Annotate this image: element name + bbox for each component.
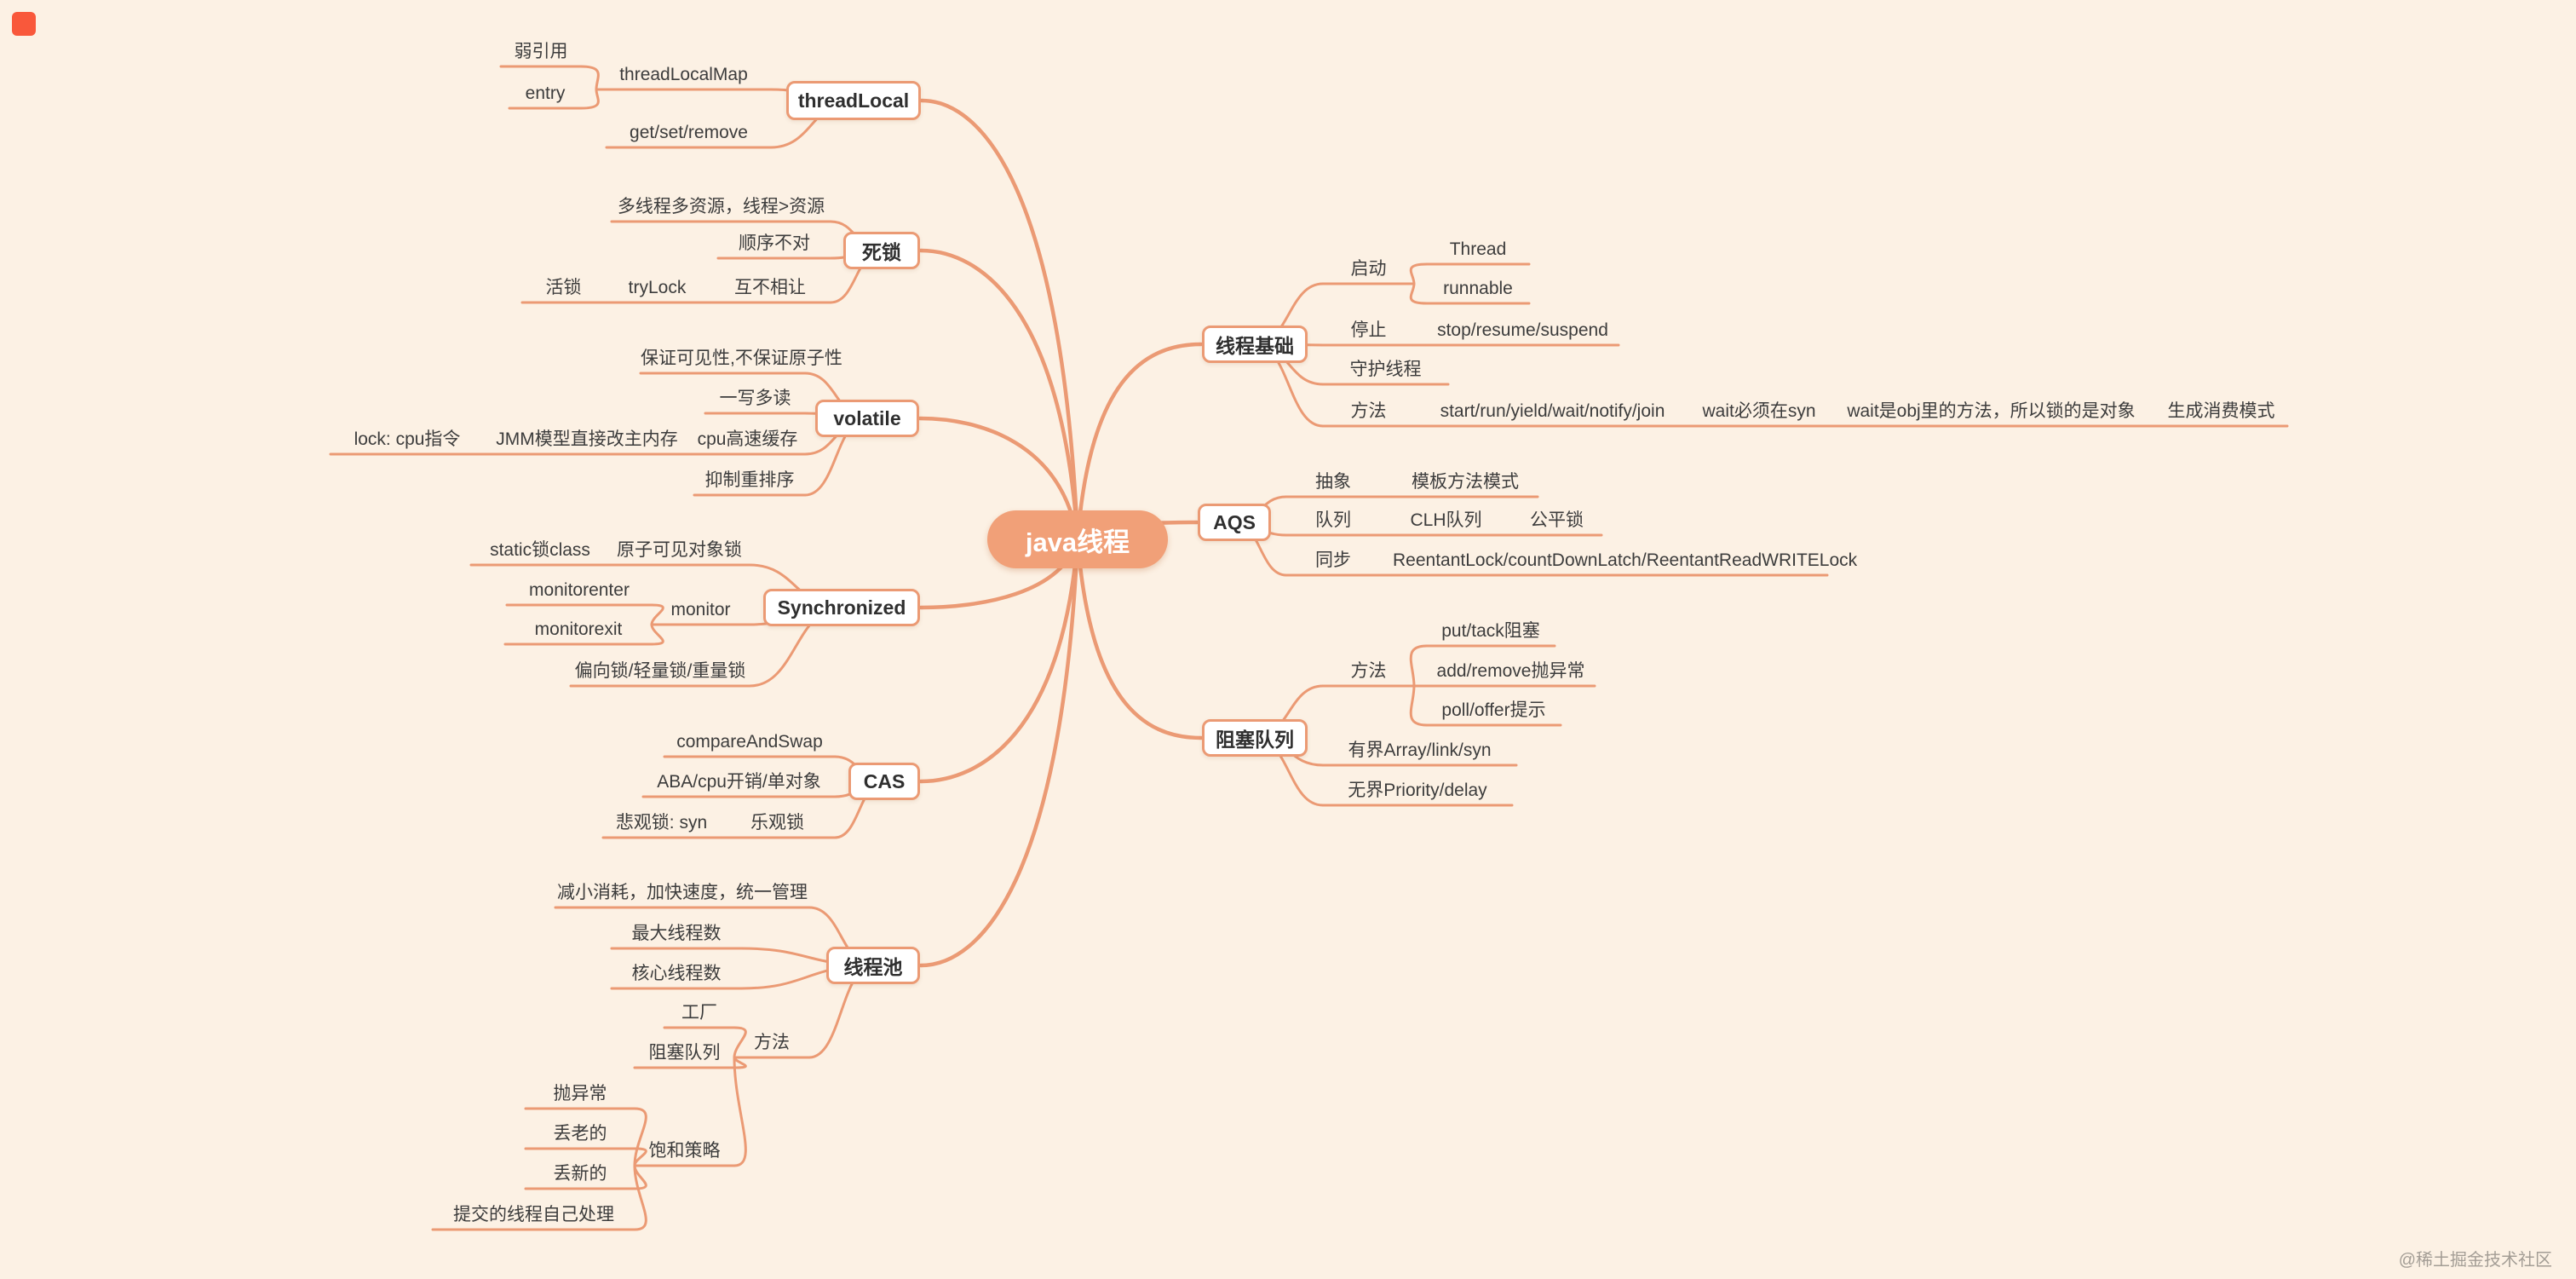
topic-label[interactable]: 模板方法模式 [1412,472,1519,492]
topic-label[interactable]: wait必须在syn [1702,401,1816,421]
topic-label[interactable]: tryLock [628,278,687,297]
branch-line [579,88,600,110]
topic-label[interactable]: 有界Array/link/syn [1348,740,1492,760]
topic-label[interactable]: compareAndSwap [676,732,823,752]
branch-node[interactable]: Synchronized [763,589,920,626]
branch-line [733,1056,747,1167]
topic-label[interactable]: lock: cpu指令 [354,429,461,449]
branch-line [918,248,1080,542]
topic-label[interactable]: monitorenter [529,580,630,600]
topic-label[interactable]: 守护线程 [1349,360,1422,379]
topic-label[interactable]: 悲观锁: syn [615,813,708,833]
branch-line [633,1147,647,1167]
center-topic[interactable]: java线程 [987,510,1168,568]
topic-label[interactable]: threadLocalMap [619,65,748,84]
topic-label[interactable]: 同步 [1315,550,1351,570]
branch-line [1075,342,1204,542]
topic-label[interactable]: 方法 [1350,401,1387,421]
topic-label[interactable]: 互不相让 [734,278,806,297]
branch-line [917,416,1080,542]
topic-label[interactable]: CLH队列 [1410,510,1482,530]
topic-label[interactable]: 抛异常 [553,1084,607,1103]
branch-node[interactable]: volatile [815,400,919,437]
topic-label[interactable]: 方法 [1350,661,1387,681]
corner-accent-icon [12,12,36,36]
topic-label[interactable]: poll/offer提示 [1441,700,1546,720]
branch-node[interactable]: AQS [1198,504,1271,541]
topic-label[interactable]: wait是obj里的方法，所以锁的是对象 [1847,401,2136,421]
topic-label[interactable]: 活锁 [545,278,582,297]
topic-label[interactable]: 丢老的 [553,1124,607,1144]
branch-node[interactable]: CAS [848,763,920,800]
topic-label[interactable]: 保证可见性,不保证原子性 [641,349,842,368]
topic-label[interactable]: 工厂 [681,1003,717,1023]
topic-label[interactable]: 提交的线程自己处理 [453,1205,614,1224]
topic-label[interactable]: cpu高速缓存 [697,429,798,449]
branch-line [1409,644,1429,688]
topic-label[interactable]: start/run/yield/wait/notify/join [1440,401,1665,421]
branch-line [579,65,600,91]
branch-line [1409,282,1429,305]
topic-label[interactable]: entry [525,84,566,103]
topic-label[interactable]: ReentantLock/countDownLatch/ReentantRead… [1393,550,1858,570]
topic-label[interactable]: 饱和策略 [648,1141,721,1161]
branch-line [650,623,664,646]
topic-label[interactable]: 偏向锁/轻量锁/重量锁 [574,661,746,681]
branch-line [1409,684,1429,727]
topic-label[interactable]: put/tack阻塞 [1441,621,1540,641]
branch-line [633,1164,647,1231]
topic-label[interactable]: 抽象 [1315,472,1351,492]
branch-line [733,1026,747,1059]
topic-label[interactable]: 启动 [1350,259,1387,279]
topic-label[interactable]: 抑制重排序 [704,470,795,490]
topic-label[interactable]: get/set/remove [630,123,748,142]
branch-node[interactable]: threadLocal [786,81,921,120]
topic-label[interactable]: 多线程多资源，线程>资源 [617,197,825,216]
branch-node[interactable]: 阻塞队列 [1202,719,1308,757]
branch-line [919,98,1080,542]
topic-label[interactable]: 生成消费模式 [2167,401,2275,421]
topic-label[interactable]: 减小消耗，加快速度，统一管理 [557,883,808,902]
branch-line [650,603,664,626]
topic-label[interactable]: 核心线程数 [631,964,722,983]
topic-label[interactable]: ABA/cpu开销/单对象 [657,772,821,792]
branch-line [1075,537,1204,740]
topic-label[interactable]: runnable [1443,279,1513,298]
topic-label[interactable]: stop/resume/suspend [1437,320,1608,340]
topic-label[interactable]: 丢新的 [553,1164,607,1184]
topic-label[interactable]: add/remove抛异常 [1436,661,1585,681]
topic-label[interactable]: 弱引用 [514,42,568,61]
branch-node[interactable]: 线程池 [826,947,920,984]
branch-line [1409,262,1429,285]
topic-label[interactable]: Thread [1449,239,1507,259]
topic-label[interactable]: monitor [670,600,731,619]
topic-label[interactable]: JMM模型直接改主内存 [496,429,678,449]
watermark: @稀土掘金技术社区 [2398,1251,2552,1270]
topic-label[interactable]: 无界Priority/delay [1348,781,1487,800]
topic-label[interactable]: 顺序不对 [739,233,810,253]
topic-label[interactable]: 公平锁 [1530,510,1584,530]
branch-node[interactable]: 线程基础 [1202,326,1308,363]
topic-label[interactable]: 乐观锁 [750,813,804,833]
topic-label[interactable]: 停止 [1350,320,1387,340]
topic-label[interactable]: 方法 [754,1033,790,1052]
branch-line [918,537,1080,968]
topic-label[interactable]: 最大线程数 [631,924,722,943]
topic-label[interactable]: 队列 [1315,510,1351,530]
topic-label[interactable]: 原子可见对象锁 [617,540,742,560]
topic-label[interactable]: monitorexit [534,619,623,639]
topic-label[interactable]: 一写多读 [719,389,791,408]
branch-line [918,537,1080,784]
topic-label[interactable]: 阻塞队列 [648,1043,721,1063]
branch-node[interactable]: 死锁 [843,232,920,269]
branch-line [633,1107,647,1167]
topic-label[interactable]: static锁class [490,540,590,560]
